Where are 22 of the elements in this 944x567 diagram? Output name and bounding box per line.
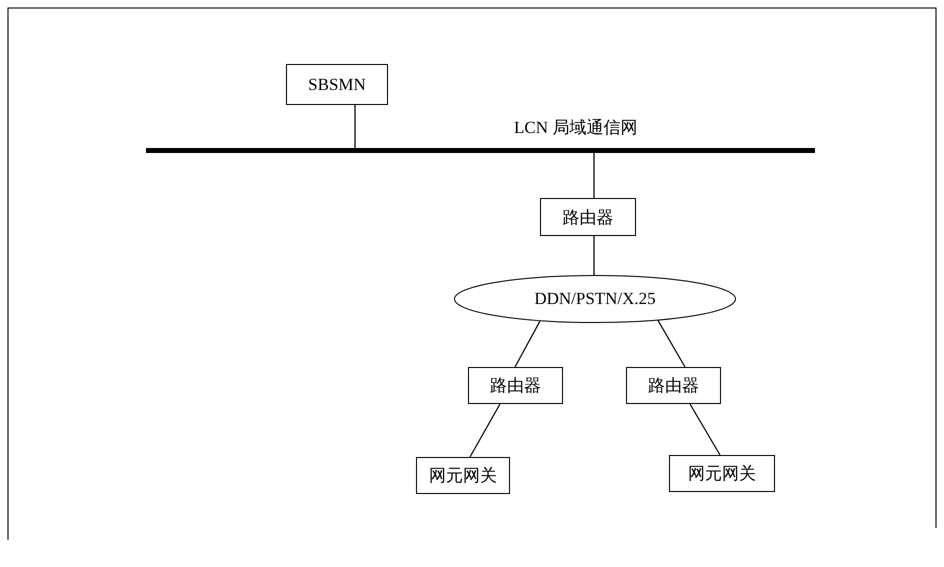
connector-line — [689, 404, 721, 456]
device-label: 网元网关 — [688, 463, 756, 485]
connector-line — [514, 320, 541, 368]
device-label: 路由器 — [648, 375, 699, 397]
device-box — [416, 457, 510, 494]
device-label: 网元网关 — [429, 465, 497, 487]
device-box — [669, 455, 775, 492]
device-box — [286, 64, 388, 105]
device-label: 路由器 — [490, 375, 541, 397]
connector-line — [469, 404, 501, 458]
connector-line — [354, 105, 356, 148]
connector-line — [593, 236, 595, 275]
device-label: SBSMN — [308, 74, 366, 94]
connector-line — [593, 153, 595, 198]
device-label: 路由器 — [562, 206, 614, 228]
device-box — [468, 367, 563, 404]
network-label: LCN 局域通信网 — [514, 117, 638, 139]
device-box — [626, 367, 721, 404]
network-label: DDN/PSTN/X.25 — [534, 289, 656, 309]
device-box — [540, 198, 636, 236]
connector-line — [657, 320, 686, 368]
network-ellipse — [454, 275, 736, 323]
